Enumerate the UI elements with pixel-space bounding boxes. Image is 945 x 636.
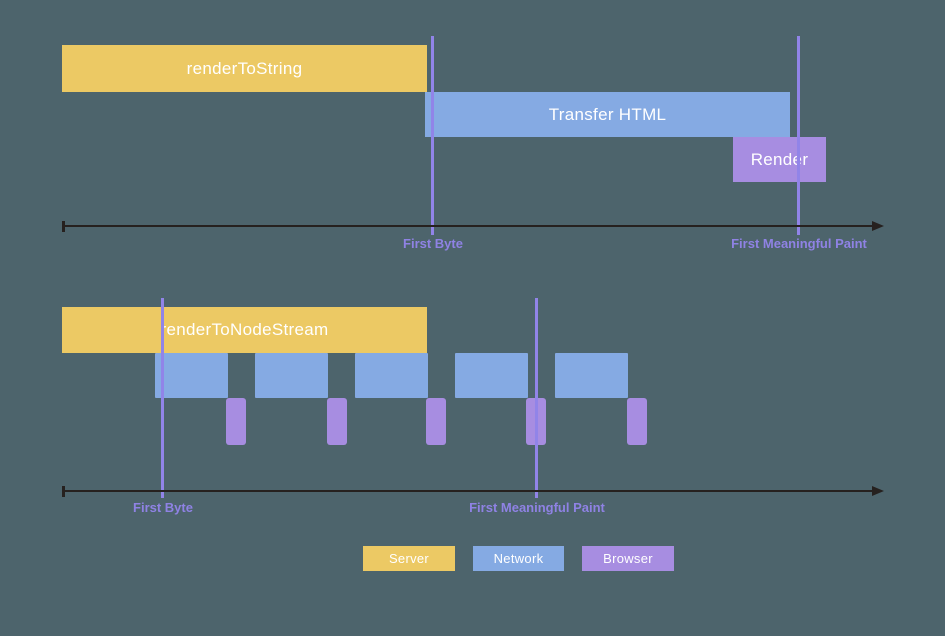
browser-chunk [426, 398, 446, 445]
first-byte-marker-label: First Byte [403, 236, 463, 251]
first-meaningful-paint-marker-label: First Meaningful Paint [469, 500, 605, 515]
network-chunk [455, 353, 528, 398]
first-meaningful-paint-marker-line [797, 36, 800, 235]
first-byte-marker-line [431, 36, 434, 235]
network-chunk [355, 353, 428, 398]
axis-arrow-icon [872, 221, 884, 231]
first-byte-marker-line [161, 298, 164, 498]
first-meaningful-paint-marker-label: First Meaningful Paint [731, 236, 867, 251]
timeline-axis [62, 225, 872, 227]
browser-chunk [327, 398, 347, 445]
render-to-node-stream-label: renderToNodeStream [160, 320, 329, 339]
network-chunk [155, 353, 228, 398]
render-to-node-stream-bar: renderToNodeStream [62, 307, 427, 353]
browser-chunk [226, 398, 246, 445]
browser-chunk [627, 398, 647, 445]
first-meaningful-paint-marker-line [535, 298, 538, 498]
axis-arrow-icon [872, 486, 884, 496]
network-chunk [555, 353, 628, 398]
timeline-axis [62, 490, 872, 492]
render-label: Render [750, 149, 809, 169]
first-byte-marker-label: First Byte [133, 500, 193, 515]
transfer-html-label: Transfer HTML [548, 104, 667, 124]
legend-server-label: Server [388, 551, 430, 566]
legend-browser-swatch: Browser [582, 546, 674, 571]
render-bar: Render [733, 137, 826, 182]
legend-network-swatch: Network [473, 546, 564, 571]
network-chunk [255, 353, 328, 398]
render-to-string-bar: renderToString [62, 45, 427, 92]
transfer-html-bar: Transfer HTML [425, 92, 790, 137]
render-to-string-label: renderToString [186, 58, 303, 78]
legend-network-label: Network [493, 551, 544, 566]
legend-server-swatch: Server [363, 546, 455, 571]
legend-browser-label: Browser [603, 551, 653, 566]
